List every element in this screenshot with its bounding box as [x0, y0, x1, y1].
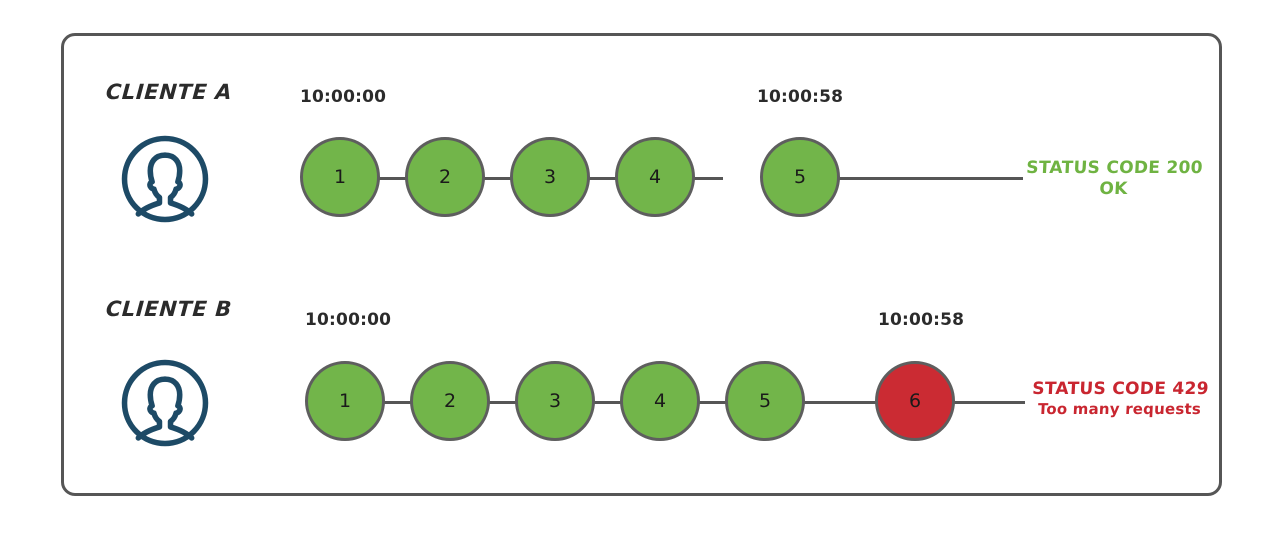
timestamp-start-b: 10:00:00 [305, 310, 392, 330]
request-node-label: 5 [758, 389, 772, 412]
connector-b-1 [383, 401, 413, 404]
connector-b-tail [953, 401, 1025, 404]
status-text-a: OK [1098, 178, 1129, 199]
connector-a-1 [378, 177, 408, 180]
request-node-b-3[interactable]: 3 [515, 361, 595, 441]
request-node-a-5[interactable]: 5 [760, 137, 840, 217]
request-node-a-1[interactable]: 1 [300, 137, 380, 217]
request-node-b-4[interactable]: 4 [620, 361, 700, 441]
user-avatar-icon [119, 357, 211, 449]
request-node-b-6[interactable]: 6 [875, 361, 955, 441]
request-node-label: 1 [338, 389, 352, 412]
connector-b-3 [593, 401, 623, 404]
request-node-label: 2 [443, 389, 457, 412]
user-avatar-icon [119, 133, 211, 225]
connector-b-5 [803, 401, 878, 404]
status-code-b: STATUS CODE 429 [1031, 379, 1210, 399]
timestamp-end-a: 10:00:58 [757, 87, 844, 107]
request-node-label: 6 [908, 389, 922, 412]
status-text-b: Too many requests [1037, 399, 1202, 418]
request-node-label: 5 [793, 165, 807, 188]
timestamp-start-a: 10:00:00 [300, 87, 387, 107]
connector-a-3 [588, 177, 618, 180]
connector-a-tail [838, 177, 1023, 180]
connector-a-2 [483, 177, 513, 180]
request-node-label: 3 [543, 165, 557, 188]
client-label-a: CLIENTE A [105, 80, 234, 104]
request-node-a-2[interactable]: 2 [405, 137, 485, 217]
client-label-b: CLIENTE B [105, 297, 233, 321]
timestamp-end-b: 10:00:58 [878, 310, 965, 330]
request-node-label: 4 [653, 389, 667, 412]
connector-b-4 [698, 401, 728, 404]
request-node-label: 4 [648, 165, 662, 188]
request-node-a-4[interactable]: 4 [615, 137, 695, 217]
request-node-b-1[interactable]: 1 [305, 361, 385, 441]
status-code-a: STATUS CODE 200 [1025, 158, 1204, 178]
request-node-label: 1 [333, 165, 347, 188]
request-node-label: 3 [548, 389, 562, 412]
status-badge-a: STATUS CODE 200 OK [1023, 158, 1205, 199]
status-badge-b: STATUS CODE 429 Too many requests [1023, 379, 1217, 418]
request-node-a-3[interactable]: 3 [510, 137, 590, 217]
connector-b-2 [488, 401, 518, 404]
connector-a-4 [693, 177, 723, 180]
request-node-label: 2 [438, 165, 452, 188]
request-node-b-5[interactable]: 5 [725, 361, 805, 441]
request-node-b-2[interactable]: 2 [410, 361, 490, 441]
